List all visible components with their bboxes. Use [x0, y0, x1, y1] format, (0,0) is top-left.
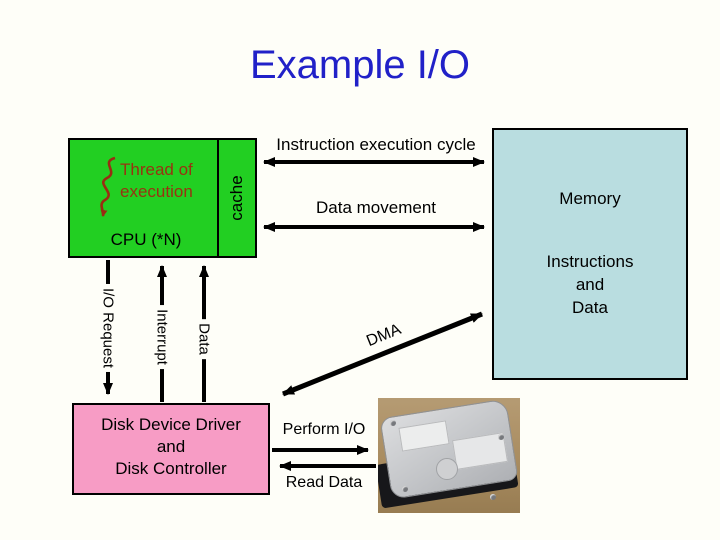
- perform-io-label: Perform I/O: [282, 421, 366, 438]
- disk-device-driver-box: Disk Device Driver and Disk Controller: [72, 403, 270, 495]
- interrupt-label: Interrupt: [153, 305, 171, 369]
- hard-disk-photo: [378, 398, 520, 513]
- io-request-label: I/O Request: [99, 283, 117, 373]
- cache-panel: cache: [217, 140, 255, 256]
- disk-device-driver-label: Disk Device Driver and Disk Controller: [101, 415, 241, 478]
- thread-of-execution-label: Thread of execution: [120, 160, 193, 201]
- memory-title: Memory: [559, 189, 621, 208]
- data-movement-label: Data movement: [316, 198, 436, 217]
- cpu-label: CPU (*N): [110, 230, 182, 249]
- data-label: Data: [195, 319, 213, 359]
- thread-squiggle-arrow: [100, 156, 116, 217]
- hdd-screw: [498, 434, 504, 440]
- hdd-round-sticker: [436, 458, 458, 480]
- hdd-screw: [490, 494, 496, 500]
- dma-label: DMA: [364, 320, 404, 351]
- hdd-screw: [390, 420, 396, 426]
- page-title: Example I/O: [249, 43, 471, 87]
- memory-box: Memory Instructions and Data: [492, 128, 688, 380]
- cpu-box: Thread of execution CPU (*N) cache: [68, 138, 257, 258]
- read-data-label: Read Data: [285, 474, 363, 491]
- cache-label: cache: [227, 175, 246, 221]
- instruction-cycle-label: Instruction execution cycle: [276, 135, 476, 154]
- hdd-screw: [402, 486, 408, 492]
- memory-contents: Instructions and Data: [546, 252, 634, 317]
